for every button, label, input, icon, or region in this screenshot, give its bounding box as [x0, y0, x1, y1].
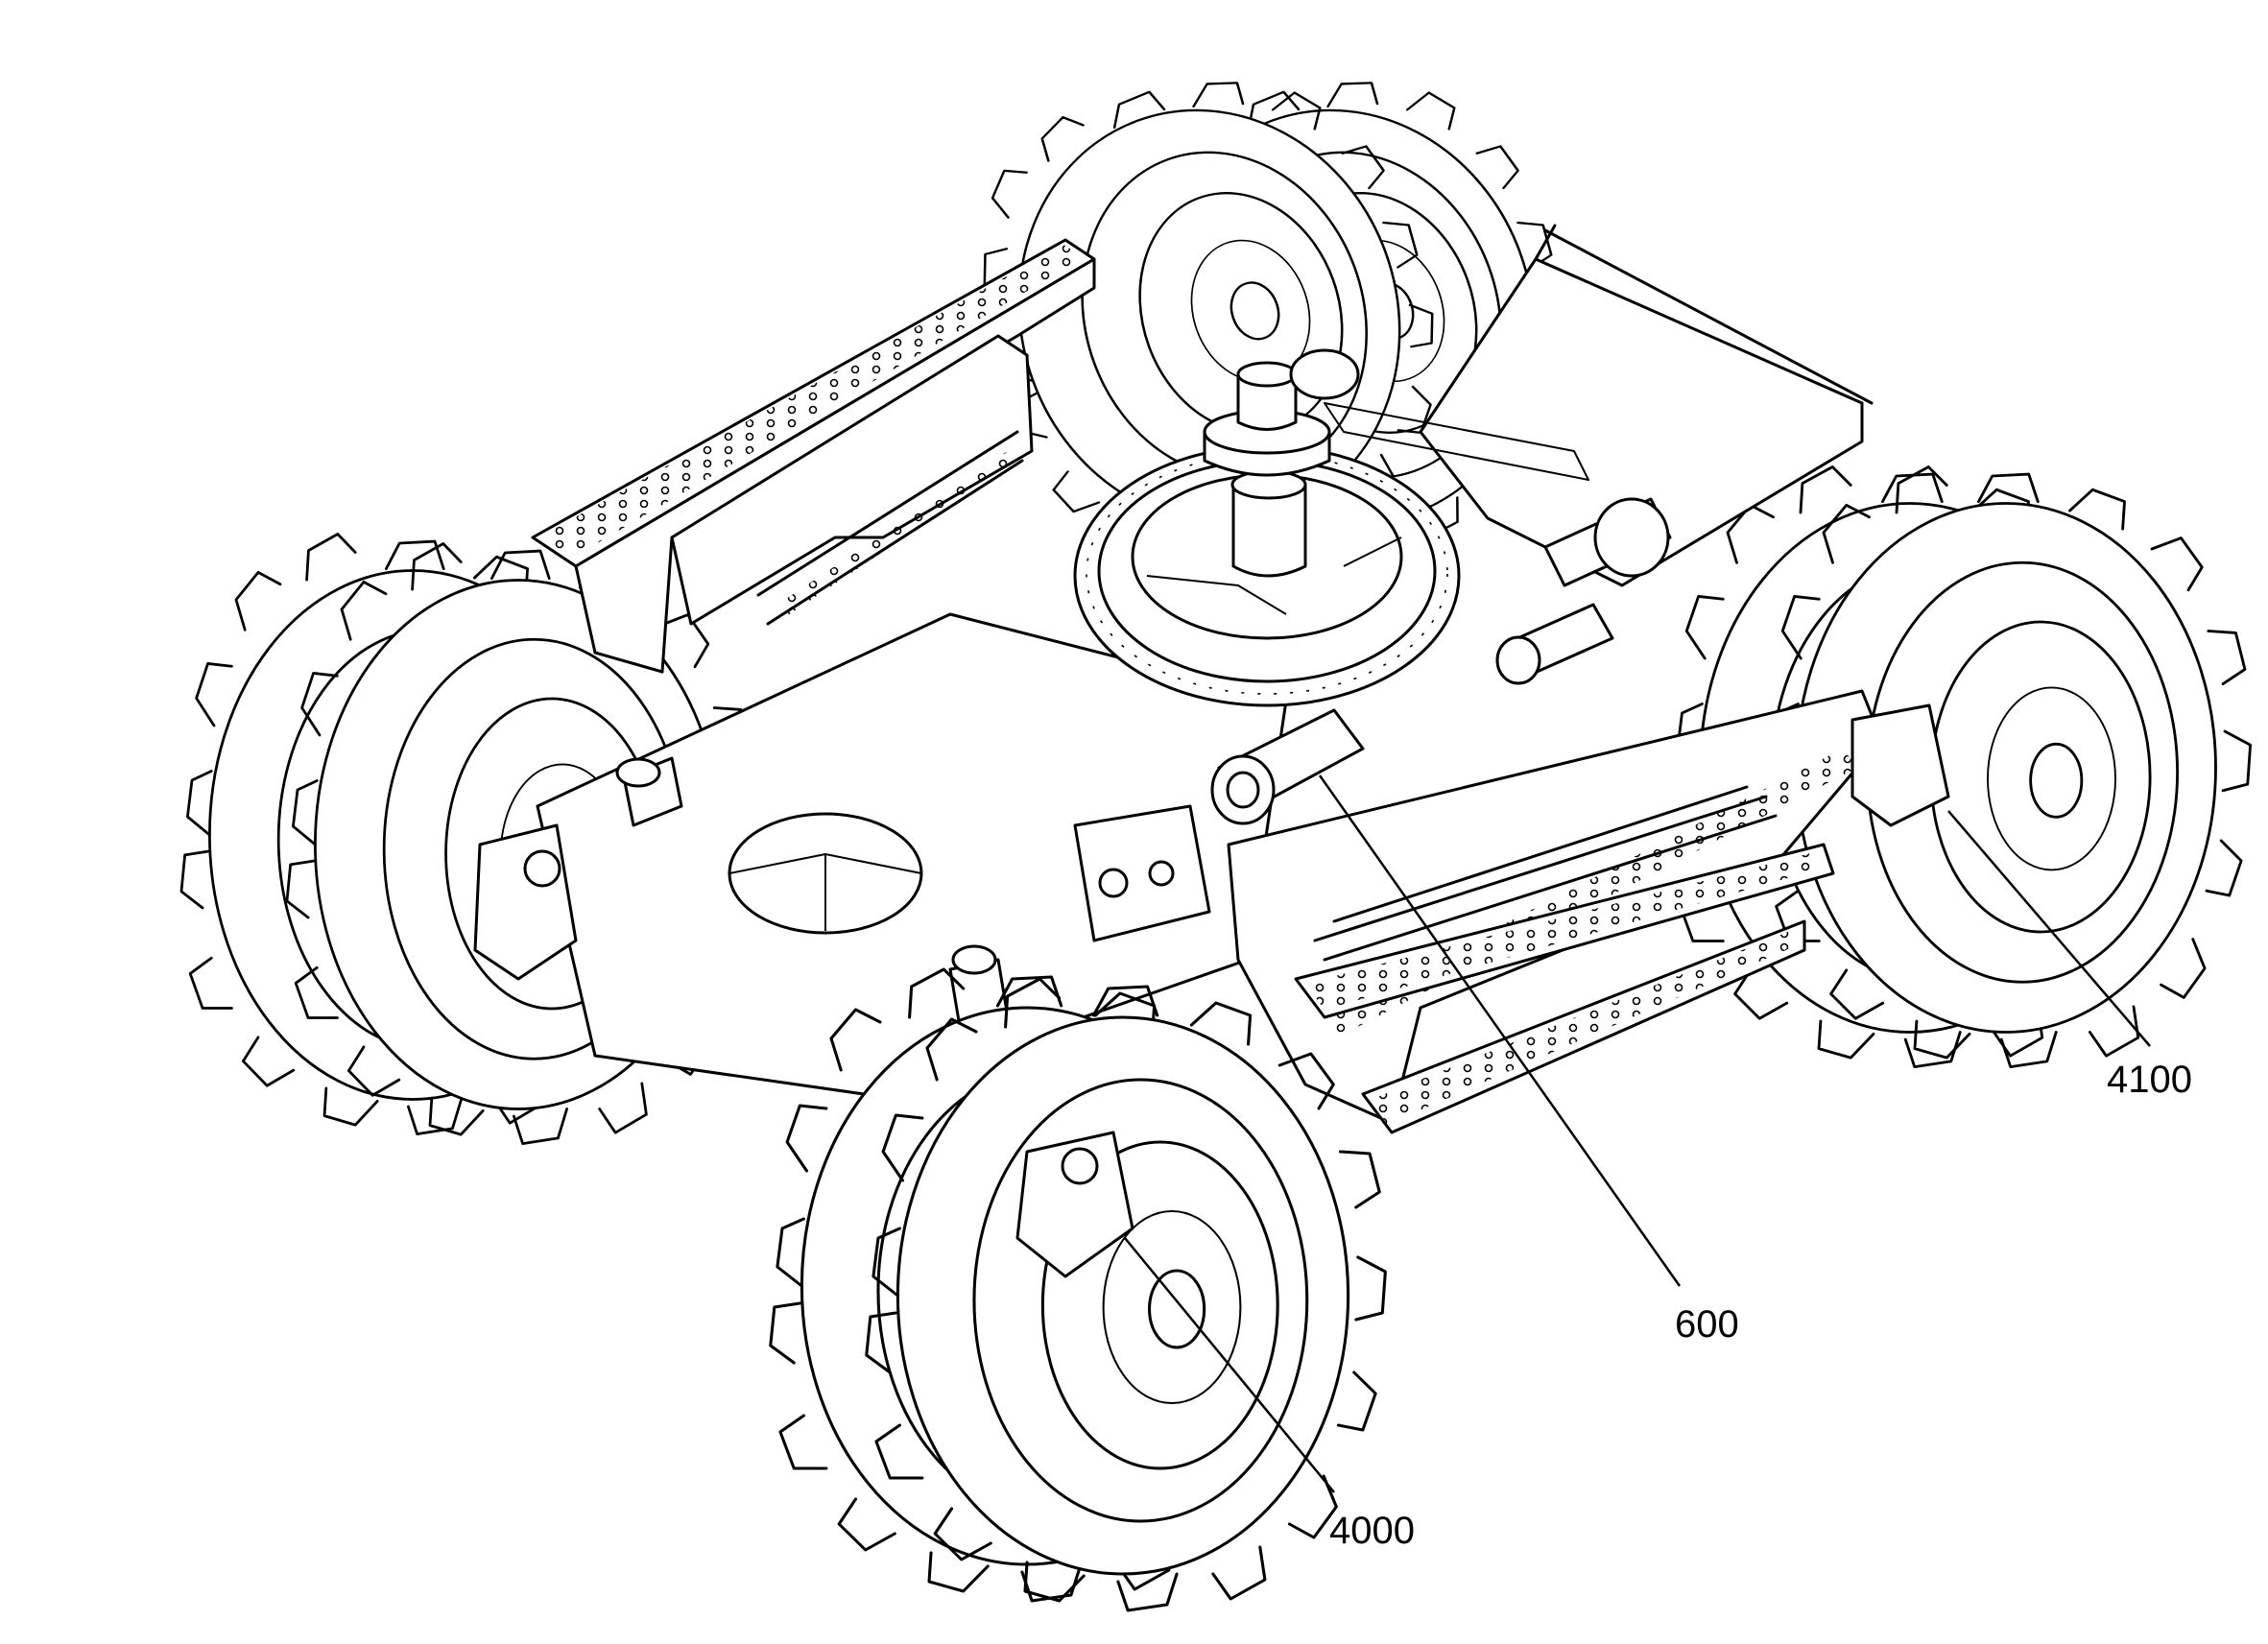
- rotary-joint: [1203, 348, 1360, 578]
- callout-label-600: 600: [1675, 1303, 1739, 1346]
- right-hub-motor: [1850, 703, 1950, 827]
- callout-label-4100: 4100: [2107, 1059, 2192, 1101]
- drive-shaft: [1210, 497, 1672, 825]
- callout-leaders: [1124, 774, 2151, 1493]
- left-hub-motor: [473, 823, 578, 981]
- callout-label-4000: 4000: [1329, 1510, 1415, 1552]
- chassis-frame: [531, 224, 1883, 1134]
- front-hub-motor: [1015, 1131, 1134, 1278]
